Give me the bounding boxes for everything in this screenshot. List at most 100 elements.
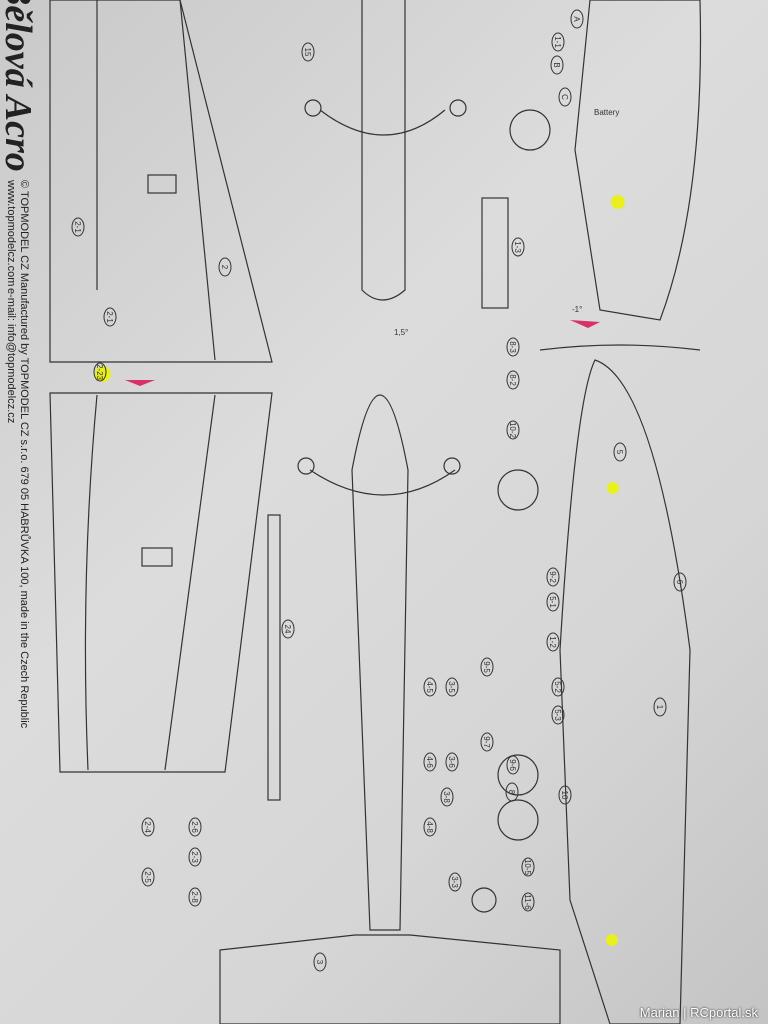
part-number-circle bbox=[480, 657, 494, 677]
part-number-label: 2-23 bbox=[95, 364, 104, 381]
part-number-circle bbox=[558, 785, 572, 805]
part-number-label: 2-4 bbox=[143, 821, 152, 833]
part-number-circle bbox=[511, 237, 525, 257]
part-number-circle bbox=[521, 857, 535, 877]
website-text: www.topmodelcz.com bbox=[5, 180, 17, 287]
part-number-circle bbox=[506, 755, 520, 775]
part-number-circle bbox=[445, 677, 459, 697]
part-number-label: 2-1 bbox=[105, 311, 114, 323]
part-number-circle bbox=[546, 632, 560, 652]
part-number-label: 3-6 bbox=[447, 756, 456, 768]
part-number-label: A bbox=[572, 16, 581, 22]
part-number-label: 8 bbox=[507, 790, 516, 795]
part-number-label: 11-6 bbox=[523, 894, 532, 910]
battery-label: Battery bbox=[594, 108, 619, 117]
part-number-label: 9-2 bbox=[548, 571, 557, 583]
part-1-3 bbox=[481, 197, 509, 309]
part-number-circle bbox=[188, 887, 202, 907]
part-number-circle bbox=[423, 817, 437, 837]
wheel-icon bbox=[304, 99, 322, 117]
servo-icon bbox=[147, 174, 177, 194]
part-number-label: 9-6 bbox=[508, 759, 517, 771]
propeller bbox=[539, 344, 701, 351]
highlight-marker bbox=[611, 195, 625, 209]
part-24 bbox=[267, 514, 281, 801]
part-number-circle bbox=[506, 337, 520, 357]
angle-label: -1° bbox=[572, 305, 582, 314]
part-number-circle bbox=[613, 442, 627, 462]
part-number-circle bbox=[546, 567, 560, 587]
part-number-circle bbox=[673, 572, 687, 592]
wheel-icon bbox=[449, 99, 467, 117]
part-number-label: B bbox=[552, 62, 561, 67]
part-number-label: 10 bbox=[560, 791, 569, 800]
part-number-label: 9-7 bbox=[482, 736, 491, 748]
part-number-circle bbox=[653, 697, 667, 717]
part-number-circle bbox=[71, 217, 85, 237]
part-number-label: 9-5 bbox=[482, 661, 491, 673]
part-number-circle bbox=[281, 619, 295, 639]
part-number-label: 2-1 bbox=[73, 221, 82, 233]
part-number-circle bbox=[551, 677, 565, 697]
email-text: e-mail: info@topmodelcz.cz bbox=[5, 288, 17, 424]
part-number-label: 2-3 bbox=[190, 851, 199, 863]
part-number-label: 1-3 bbox=[513, 241, 522, 253]
part-number-circle bbox=[141, 867, 155, 887]
part-number-circle bbox=[448, 872, 462, 892]
part-number-circle bbox=[301, 42, 315, 62]
part-number-circle bbox=[313, 952, 327, 972]
part-number-label: 8-3 bbox=[508, 341, 517, 353]
part-number-label: 15 bbox=[303, 48, 312, 57]
part-number-circle bbox=[551, 32, 565, 52]
part-number-label: 2-8 bbox=[190, 891, 199, 903]
stabilizer bbox=[219, 934, 561, 1024]
part-number-circle bbox=[550, 55, 564, 75]
part-number-circle bbox=[218, 257, 232, 277]
part-number-circle bbox=[521, 892, 535, 912]
part-number-label: 10-5 bbox=[523, 859, 532, 876]
wing-panel-upper bbox=[49, 0, 273, 363]
part-number-circle bbox=[506, 370, 520, 390]
part-number-circle bbox=[440, 787, 454, 807]
part-number-circle bbox=[480, 732, 494, 752]
angle-label: 1,5° bbox=[394, 328, 408, 337]
part-number-label: 10-2 bbox=[508, 422, 517, 439]
part-number-label: 8-2 bbox=[508, 374, 517, 386]
part-number-label: 2-5 bbox=[143, 871, 152, 883]
part-number-label: 3-3 bbox=[450, 876, 459, 888]
part-number-label: 5 bbox=[615, 450, 624, 455]
part-number-label: 1-1 bbox=[553, 36, 562, 48]
part-number-circle bbox=[506, 420, 520, 440]
part-number-circle bbox=[141, 817, 155, 837]
wing-spar bbox=[84, 394, 98, 771]
part-number-circle bbox=[505, 782, 519, 802]
part-number-label: C bbox=[560, 94, 569, 100]
part-number-label: 4-6 bbox=[425, 756, 434, 768]
part-number-label: 5-2 bbox=[553, 681, 562, 693]
part-number-circle bbox=[551, 705, 565, 725]
part-number-label: 3 bbox=[315, 960, 324, 965]
part-number-label: 4-5 bbox=[425, 681, 434, 693]
wheel-icon bbox=[509, 109, 551, 151]
highlight-marker bbox=[95, 366, 111, 382]
part-number-circle bbox=[445, 752, 459, 772]
fuselage-side-view-upper bbox=[574, 0, 702, 321]
pink-marker bbox=[570, 320, 600, 328]
part-number-label: 1-2 bbox=[548, 636, 557, 648]
fuselage-side-view-lower bbox=[559, 359, 691, 1024]
part-number-label: 3-8 bbox=[442, 791, 451, 803]
part-number-label: 24 bbox=[283, 625, 292, 634]
manufacturer-line: © TOPMODEL CZ Manufactured by TOPMODEL C… bbox=[18, 180, 30, 729]
fuselage-top-view bbox=[361, 0, 406, 301]
watermark: Marian | RCportal.sk bbox=[639, 1005, 758, 1020]
part-number-label: 5-3 bbox=[553, 709, 562, 721]
part-number-circle bbox=[423, 677, 437, 697]
part-number-label: 1 bbox=[655, 705, 664, 710]
plan-title: Bělová Acro bbox=[0, 0, 39, 172]
part-number-circle bbox=[558, 87, 572, 107]
part-number-label: 5-1 bbox=[548, 596, 557, 608]
part-number-circle bbox=[423, 752, 437, 772]
part-number-label: 6 bbox=[675, 580, 684, 585]
part-number-label: 4-8 bbox=[425, 821, 434, 833]
